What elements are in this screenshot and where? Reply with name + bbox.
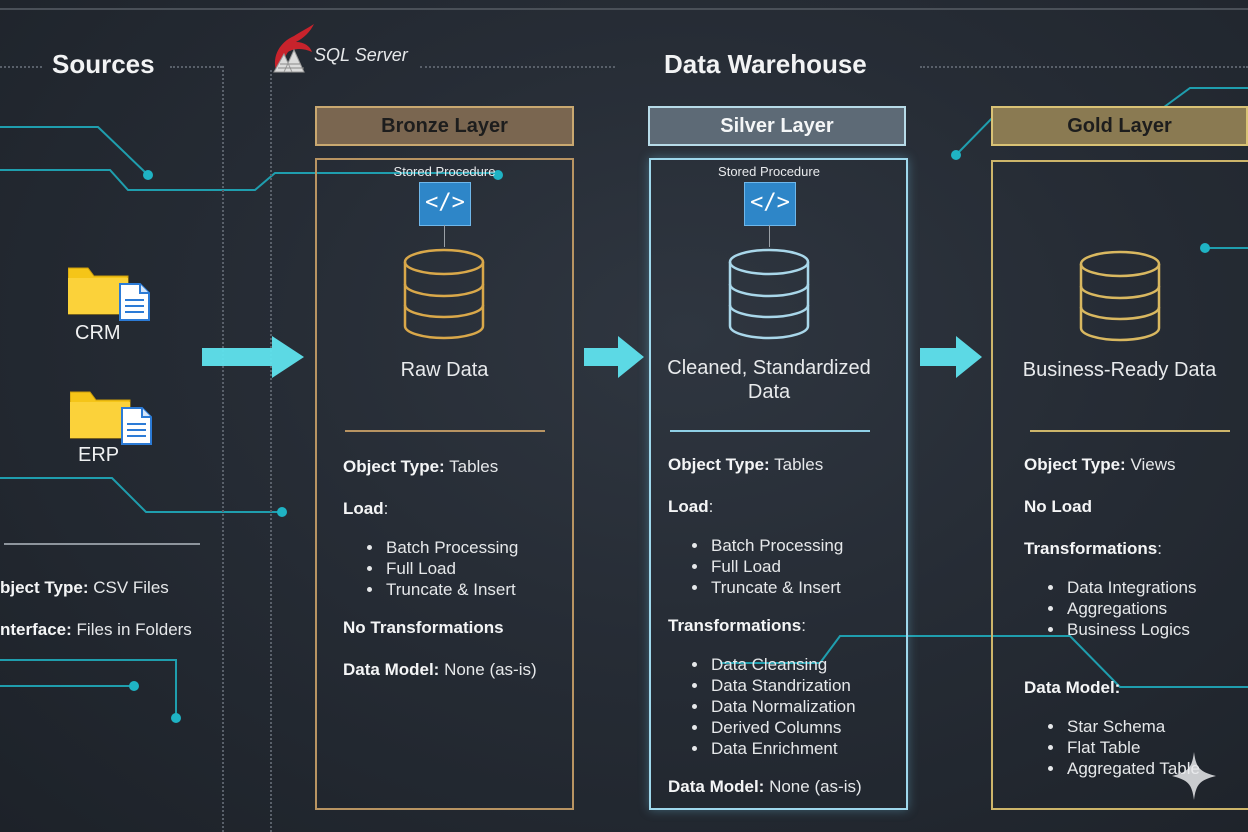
source-erp-label: ERP (78, 444, 120, 466)
warehouse-title: Data Warehouse (664, 49, 867, 79)
list-item: Data Integrations (1065, 577, 1196, 598)
source-crm-label: CRM (75, 322, 121, 344)
silver-layer-header: Silver Layer (648, 106, 906, 146)
gold-separator (1030, 430, 1230, 432)
silver-object-type: Object Type: Tables (668, 455, 824, 474)
document-icon (121, 407, 152, 445)
silver-data-model: Data Model: None (as-is) (668, 777, 862, 796)
silver-separator (670, 430, 870, 432)
document-icon (119, 283, 150, 321)
silver-data-label: Cleaned, Standardized Data (649, 356, 889, 404)
list-item: Full Load (384, 558, 518, 579)
list-item: Batch Processing (384, 537, 518, 558)
bronze-data-label: Raw Data (400, 359, 489, 381)
database-icon (728, 248, 810, 340)
bronze-load-list: Batch Processing Full Load Truncate & In… (366, 537, 518, 600)
warehouse-dotted-top-right (920, 66, 1248, 68)
list-item: Star Schema (1065, 716, 1200, 737)
arrow-right-icon (202, 336, 304, 378)
code-icon: </> (419, 182, 471, 226)
sources-title: Sources (52, 49, 155, 79)
folder-icon (67, 267, 150, 321)
bronze-transformations: No Transformations (343, 618, 504, 637)
gold-object-type: Object Type: Views (1024, 455, 1176, 474)
gold-layer-header: Gold Layer (991, 106, 1248, 146)
silver-layer-panel (649, 158, 908, 810)
erp-file-icon (69, 388, 154, 448)
sparkle-icon (1172, 752, 1216, 800)
silver-transformations-list: Data Cleansing Data Standrization Data N… (691, 654, 856, 759)
list-item: Truncate & Insert (709, 577, 843, 598)
silver-load-list: Batch Processing Full Load Truncate & In… (691, 535, 843, 598)
gold-data-label: Business-Ready Data (1022, 359, 1217, 381)
silver-connector (769, 225, 770, 247)
gold-transformations-label: Transformations: (1024, 539, 1162, 558)
gold-load: No Load (1024, 497, 1092, 516)
arrow-right-icon (584, 336, 644, 378)
bronze-connector (444, 225, 445, 247)
bronze-data-model: Data Model: None (as-is) (343, 660, 537, 679)
list-item: Full Load (709, 556, 843, 577)
sources-dotted-top-left (0, 66, 42, 68)
bronze-layer-header: Bronze Layer (315, 106, 574, 146)
sources-object-type: bject Type: CSV Files (0, 578, 169, 597)
database-icon (403, 248, 485, 340)
folder-icon (69, 391, 152, 445)
silver-data-label-line2: Data (747, 381, 791, 403)
list-item: Business Logics (1065, 619, 1196, 640)
list-item: Data Standrization (709, 675, 856, 696)
bronze-stored-procedure-label: Stored Procedure (393, 164, 496, 179)
gold-data-model-list: Star Schema Flat Table Aggregated Table (1047, 716, 1200, 779)
silver-load-label: Load: (668, 497, 714, 516)
bronze-separator (345, 430, 545, 432)
top-border-line (0, 8, 1248, 10)
silver-stored-procedure-label: Stored Procedure (718, 164, 820, 179)
gold-transformations-list: Data Integrations Aggregations Business … (1047, 577, 1196, 640)
list-item: Aggregated Table (1065, 758, 1200, 779)
list-item: Data Cleansing (709, 654, 856, 675)
sources-dotted-top-right (170, 66, 222, 68)
warehouse-dotted-left (270, 70, 272, 832)
sources-dotted-right (222, 66, 224, 832)
sources-interface: nterface: Files in Folders (0, 620, 192, 639)
crm-file-icon (67, 264, 152, 324)
code-icon: </> (744, 182, 796, 226)
silver-transformations-label: Transformations: (668, 616, 806, 635)
list-item: Truncate & Insert (384, 579, 518, 600)
list-item: Data Enrichment (709, 738, 856, 759)
sql-server-logo (270, 20, 318, 76)
arrow-right-icon (920, 336, 982, 378)
list-item: Batch Processing (709, 535, 843, 556)
list-item: Flat Table (1065, 737, 1200, 758)
warehouse-dotted-top-left (420, 66, 615, 68)
list-item: Data Normalization (709, 696, 856, 717)
bronze-object-type: Object Type: Tables (343, 457, 499, 476)
sources-separator (4, 543, 200, 545)
bronze-load-label: Load: (343, 499, 389, 518)
list-item: Derived Columns (709, 717, 856, 738)
gold-data-model-label: Data Model: (1024, 678, 1121, 697)
gold-layer-panel (991, 160, 1248, 810)
database-icon (1079, 250, 1161, 342)
silver-data-label-line1: Cleaned, Standardized (667, 357, 871, 379)
bronze-layer-panel (315, 158, 574, 810)
list-item: Aggregations (1065, 598, 1196, 619)
sql-server-label: SQL Server (314, 45, 408, 65)
